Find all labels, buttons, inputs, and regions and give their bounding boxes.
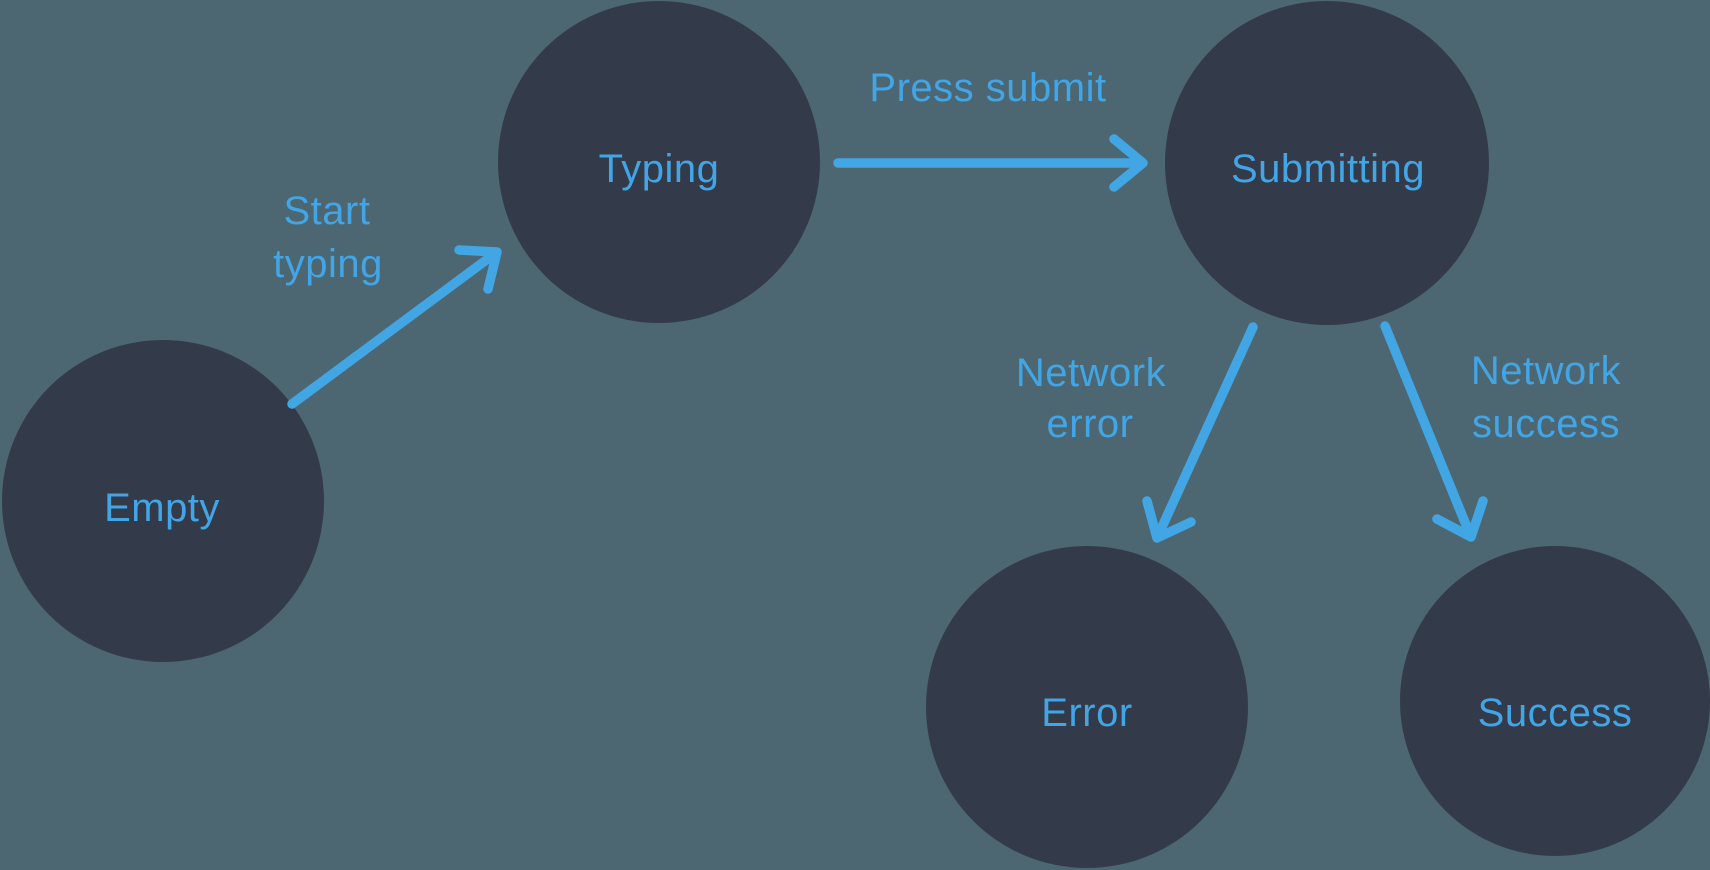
transition-label-network-success-line2: success [1472,402,1620,446]
arrow-submitting-to-success [1380,321,1488,542]
state-label-submitting: Submitting [1231,147,1425,191]
transition-label-network-error-line2: error [1047,402,1134,446]
state-label-success: Success [1478,691,1633,735]
transition-label-start-typing-line2: typing [273,242,383,286]
transition-label-start-typing: Start typing [273,189,383,286]
state-node-error [926,546,1248,868]
arrow-empty-to-typing [287,245,502,409]
transition-label-network-error-line1: Network [1016,351,1167,395]
transition-label-press-submit: Press submit [869,66,1106,110]
state-label-empty: Empty [104,486,220,530]
arrow-submitting-to-error [1142,322,1258,543]
state-node-success [1400,546,1710,856]
state-label-error: Error [1041,691,1132,735]
transition-label-start-typing-line1: Start [284,189,371,233]
transition-label-network-success: Network success [1471,349,1622,446]
state-node-submitting [1165,1,1489,325]
transition-label-network-error: Network error [1016,351,1167,446]
state-node-typing [498,1,820,323]
state-label-typing: Typing [599,147,720,191]
transition-label-network-success-line1: Network [1471,349,1622,393]
arrow-typing-to-submitting [833,134,1148,192]
state-node-empty [2,340,324,662]
